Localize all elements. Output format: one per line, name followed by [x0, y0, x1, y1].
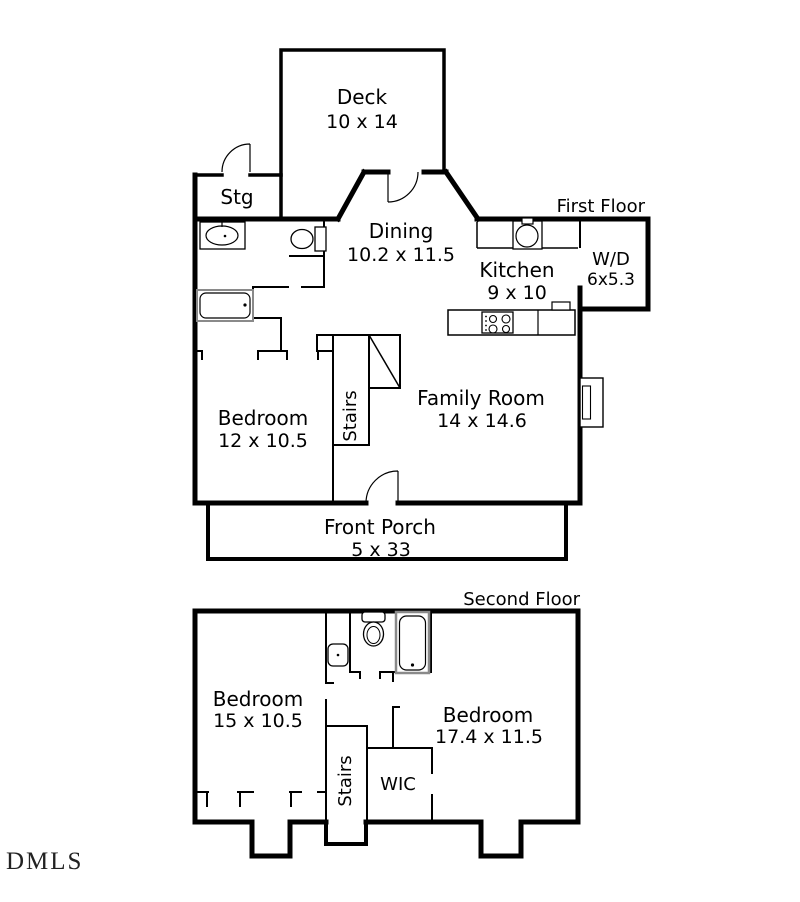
- room-dims-deck: 10 x 14: [326, 111, 398, 133]
- room-dims-bedroom2: 15 x 10.5: [213, 710, 303, 732]
- storage-door-swing: [221, 143, 251, 173]
- stove-knob-icon: [485, 320, 487, 322]
- burner-icon: [488, 324, 498, 334]
- deck-door-swing: [387, 171, 419, 203]
- bathroom-1f: [196, 221, 327, 322]
- second-floor-title: Second Floor: [463, 589, 580, 610]
- room-label-wd: W/D: [592, 249, 630, 270]
- burner-icon: [501, 324, 511, 334]
- kitchen-fixtures: [447, 217, 578, 336]
- kitchen-sink-faucet-icon: [521, 217, 534, 225]
- room-label-bedroom1: Bedroom: [218, 406, 308, 430]
- bathtub-inner-icon: [199, 292, 251, 319]
- bathtub-inner-icon: [398, 615, 427, 671]
- first-floor-exterior-walls: [192, 168, 651, 506]
- bathroom-2f: [327, 610, 431, 675]
- second-floor-exterior-walls: [192, 608, 581, 859]
- stairwell-bumpout-walls: [324, 820, 368, 846]
- stove-knob-icon: [485, 324, 487, 327]
- first-floor-interior-walls: [194, 220, 581, 504]
- burner-icon: [488, 314, 498, 324]
- bathtub-faucet-icon: [243, 303, 247, 307]
- deck-walls: [279, 48, 446, 221]
- room-label-bedroom2: Bedroom: [213, 687, 303, 711]
- burner-icon: [501, 314, 511, 324]
- room-dims-front-porch: 5 x 33: [351, 539, 411, 561]
- stove-knob-icon: [485, 315, 487, 318]
- sink-drain-icon: [223, 234, 227, 238]
- second-floor-plan: Second Floor Bedroom 15 x 10.5 Bedroom 1…: [192, 589, 581, 859]
- stairs-diagonal-line: [368, 334, 401, 389]
- toilet-bowl-icon: [290, 228, 314, 250]
- counter-faucet-icon: [551, 301, 571, 311]
- first-floor-title: First Floor: [557, 196, 646, 217]
- room-label-deck: Deck: [337, 85, 388, 109]
- dmls-watermark: DMLS: [6, 848, 83, 875]
- first-floor-plan: Deck 10 x 14 Stg Dining 10.2 x 11.5 Kitc…: [192, 48, 651, 561]
- room-dims-bedroom1: 12 x 10.5: [218, 430, 308, 452]
- sink-drain-icon: [336, 653, 340, 657]
- fireplace-icon: [579, 377, 604, 428]
- toilet-tank-icon: [314, 226, 327, 252]
- room-dims-dining: 10.2 x 11.5: [347, 244, 455, 266]
- stove-knob-icon: [485, 329, 487, 331]
- room-label-dining: Dining: [369, 219, 434, 243]
- toilet-bowl-inner-icon: [366, 626, 381, 644]
- front-door-swing: [365, 470, 399, 504]
- front-porch-walls: [206, 503, 568, 561]
- room-label-family-room: Family Room: [417, 386, 545, 410]
- room-label-kitchen: Kitchen: [479, 258, 554, 282]
- room-dims-kitchen: 9 x 10: [487, 282, 547, 304]
- bathtub-faucet-icon: [410, 663, 415, 667]
- room-dims-wd: 6x5.3: [587, 270, 635, 290]
- room-label-wic: WIC: [380, 774, 416, 795]
- room-dims-bedroom3: 17.4 x 11.5: [435, 726, 543, 748]
- stairs-label-1f: Stairs: [340, 390, 361, 441]
- room-label-front-porch: Front Porch: [324, 515, 436, 539]
- room-dims-family-room: 14 x 14.6: [437, 410, 527, 432]
- room-label-stg: Stg: [220, 185, 253, 209]
- kitchen-sink-icon: [515, 224, 539, 248]
- room-label-bedroom3: Bedroom: [443, 703, 533, 727]
- stairs-label-2f: Stairs: [335, 755, 356, 806]
- toilet-tank-icon: [361, 611, 386, 623]
- second-floor-interior-walls: [197, 613, 433, 823]
- sink-bowl-icon: [205, 225, 239, 246]
